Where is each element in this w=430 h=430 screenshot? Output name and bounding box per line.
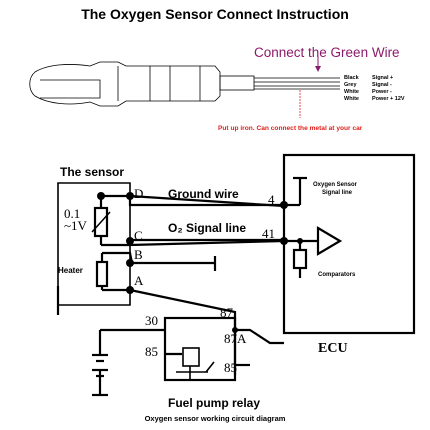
wire-color-4: White: [344, 96, 359, 102]
putup-note: Put up iron. Can connect the metal at yo…: [218, 125, 363, 132]
ecu-o2-signal-line1: Oxygen Sensor: [313, 182, 358, 188]
wire-signal-2: Signal -: [372, 82, 392, 88]
connect-note: Connect the Green Wire: [254, 45, 400, 60]
pin-d: D: [134, 186, 144, 201]
pin-b: B: [134, 247, 143, 262]
pin-a: A: [134, 273, 144, 288]
relay-coil: [176, 347, 215, 380]
ecu-o2-signal-line2: Signal line: [322, 190, 353, 196]
ground-wire-label: Ground wire: [168, 187, 239, 201]
page-title: The Oxygen Sensor Connect Instruction: [81, 6, 349, 22]
battery-symbols: [92, 353, 108, 397]
ecu-label: ECU: [318, 341, 348, 356]
oxygen-sensor-drawing: [29, 61, 340, 107]
voltage-label-top: 0.1: [64, 206, 81, 221]
relay-pin-85: 85: [145, 344, 158, 359]
wire-color-1: Black: [344, 75, 359, 81]
sensor-label: The sensor: [60, 165, 125, 179]
relay-label: Fuel pump relay: [168, 396, 261, 410]
heater-label: Heater: [58, 266, 83, 275]
junction-dots: [97, 192, 303, 333]
wire-color-2: Grey: [344, 82, 357, 88]
ecu-pin-41: 41: [262, 226, 275, 241]
relay-pin-87: 87: [220, 305, 233, 320]
voltage-label: 0.1 ~1V: [64, 206, 87, 233]
wire-signal-1: Signal +: [372, 75, 394, 81]
comparators-label: Comparators: [318, 272, 356, 278]
voltage-label-bottom: ~1V: [64, 218, 87, 233]
relay-pin-85b: 85: [224, 360, 237, 375]
pin-c: C: [134, 228, 143, 243]
relay-pin-87a: 87A: [224, 331, 247, 346]
wire-color-3: White: [344, 89, 359, 95]
signal-line-label: O₂ Signal line: [168, 221, 247, 235]
footer-caption: Oxygen sensor working circuit diagram: [144, 414, 286, 423]
ecu-pin-4: 4: [268, 192, 275, 207]
wire-signal-4: Power + 12V: [372, 96, 405, 102]
wire-signal-3: Power -: [372, 89, 392, 95]
relay-pin-30: 30: [145, 313, 158, 328]
